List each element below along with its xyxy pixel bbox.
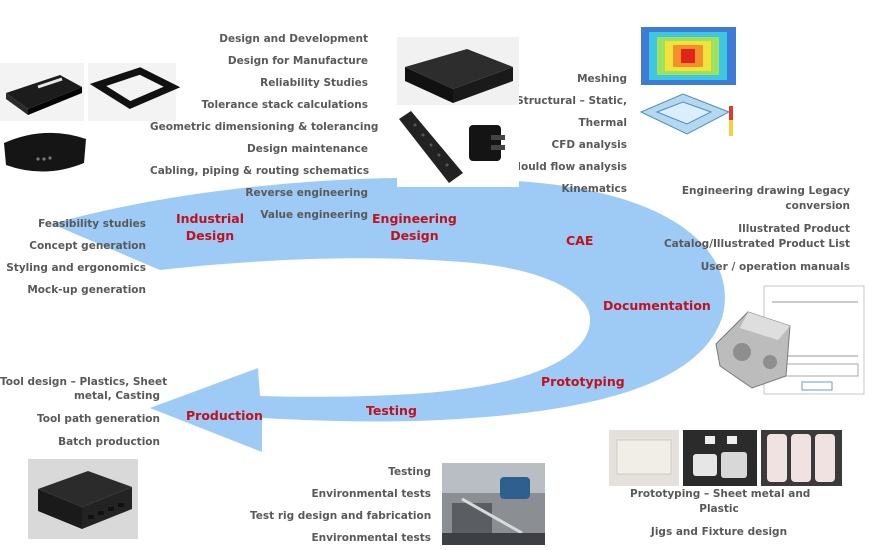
list-item: conversion: [785, 200, 850, 212]
list-item: Meshing: [577, 73, 627, 85]
list-item: Mock-up generation: [27, 284, 146, 296]
list-item: Engineering drawing Legacy: [681, 185, 850, 197]
list-item: Kinematics: [561, 183, 627, 195]
stage-industrial-design-line1: Industrial: [176, 211, 244, 226]
list-item: Reliability Studies: [260, 77, 368, 89]
list-item: Jigs and Fixture design: [650, 526, 788, 538]
testing-list: Testing Environmental tests Test rig des…: [250, 461, 431, 549]
list-item: Tool path generation: [36, 413, 160, 425]
list-item: Mould flow analysis: [510, 161, 627, 173]
list-item: Environmental tests: [311, 532, 431, 544]
list-item: Batch production: [58, 436, 160, 448]
list-item: Plastic: [699, 503, 739, 515]
list-item: Concept generation: [29, 240, 146, 252]
cae-thermal-image: [641, 27, 736, 85]
prototyping-list: Prototyping – Sheet metal and Plastic Ji…: [630, 487, 811, 540]
cae-mesh-image: [637, 90, 737, 142]
list-item: Structural – Static,: [516, 95, 627, 107]
list-item: User / operation manuals: [700, 261, 850, 273]
list-item: Environmental tests: [311, 488, 431, 500]
list-item: Tool design – Plastics, Sheet: [0, 376, 168, 388]
list-item: Reverse engineering: [245, 187, 368, 199]
engineering-design-image: [397, 37, 519, 187]
stage-engineering-design-line2: Design: [390, 228, 439, 243]
industrial-design-image: [0, 63, 180, 191]
list-item: Thermal: [578, 117, 627, 129]
list-item: Test rig design and fabrication: [250, 510, 432, 522]
engineering-design-list: Design and Development Design for Manufa…: [150, 28, 379, 226]
stage-industrial-design-line2: Design: [185, 228, 235, 243]
list-item: Geometric dimensioning & tolerancing: [150, 121, 379, 133]
circular-arrow: [52, 177, 725, 452]
stage-industrial-design: Industrial Design: [176, 210, 244, 244]
documentation-list: Engineering drawing Legacy conversion Il…: [660, 184, 850, 275]
list-item: Testing: [388, 466, 431, 478]
stage-production: Production: [186, 408, 263, 423]
stage-engineering-design-line1: Engineering: [372, 211, 457, 226]
testing-image: [442, 463, 545, 545]
list-item: Styling and ergonomics: [6, 262, 146, 274]
stage-prototyping: Prototyping: [541, 374, 625, 389]
industrial-design-list: Feasibility studies Concept generation S…: [0, 213, 146, 301]
list-item: Cabling, piping & routing schematics: [150, 165, 370, 177]
list-item: Illustrated Product: [738, 223, 850, 235]
production-list: Tool design – Plastics, Sheet metal, Cas…: [0, 375, 168, 449]
list-item: CFD analysis: [551, 139, 627, 151]
prototyping-image: [609, 430, 842, 486]
stage-testing: Testing: [366, 403, 417, 418]
stage-engineering-design: Engineering Design: [372, 210, 457, 244]
stage-documentation: Documentation: [603, 298, 711, 313]
list-item: Tolerance stack calculations: [201, 99, 368, 111]
list-item: Catalog/Illustrated Product List: [663, 238, 850, 250]
list-item: Feasibility studies: [38, 218, 146, 230]
list-item: metal, Casting: [73, 390, 160, 402]
stage-cae: CAE: [566, 233, 594, 248]
cae-list: Meshing Structural – Static, Thermal CFD…: [500, 68, 627, 200]
documentation-image: [715, 285, 865, 395]
list-item: Design maintenance: [247, 143, 368, 155]
list-item: Design for Manufacture: [227, 55, 368, 67]
list-item: Prototyping – Sheet metal and: [630, 488, 811, 500]
list-item: Design and Development: [219, 33, 368, 45]
production-image: [28, 459, 138, 539]
list-item: Value engineering: [260, 209, 368, 221]
